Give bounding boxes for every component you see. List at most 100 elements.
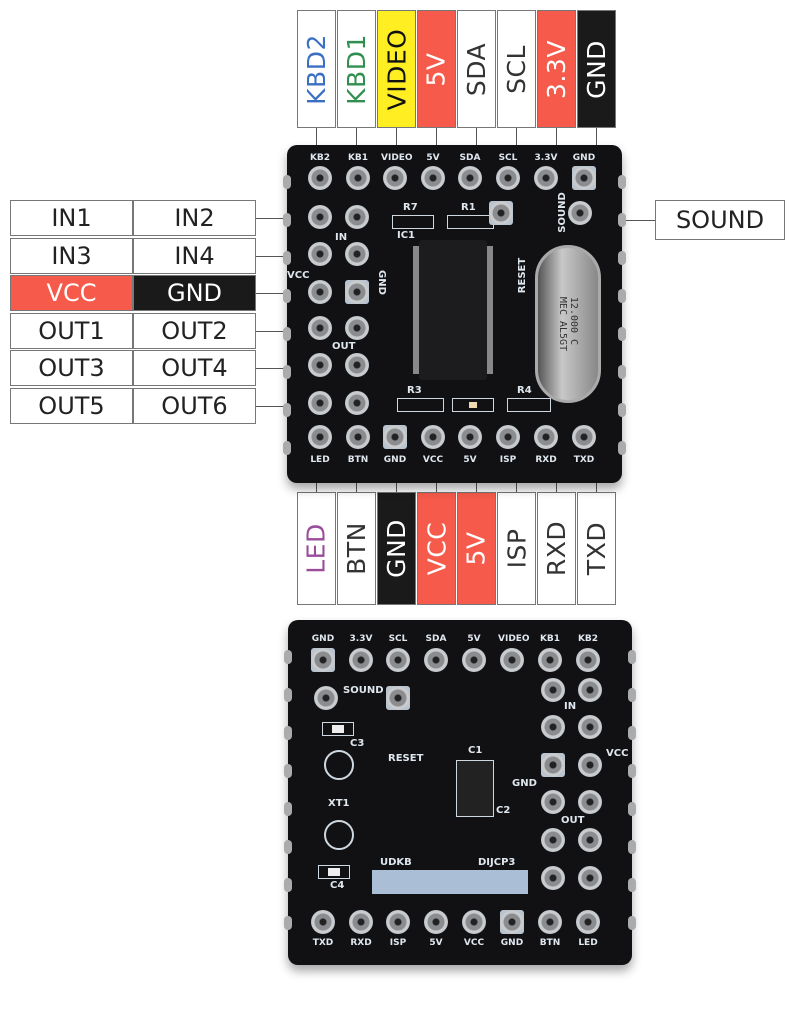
castellated-edge (283, 175, 291, 189)
connector-line (396, 478, 397, 492)
top-label-text: GND (582, 39, 612, 99)
pin-pad (576, 648, 600, 672)
silk-pin-label: TXD (312, 938, 334, 948)
pin-pad (346, 425, 370, 449)
castellated-edge (283, 327, 291, 341)
castellated-edge (284, 840, 292, 854)
top-label-text: SDA (462, 42, 492, 96)
header-pad (345, 205, 369, 229)
top-label-video: VIDEO (377, 10, 416, 128)
pin-pad (386, 910, 410, 934)
castellated-edge (284, 878, 292, 892)
silk-pin-label: LED (578, 938, 598, 948)
connector-line (476, 478, 477, 492)
header-pad (578, 753, 602, 777)
connector-line (256, 218, 294, 219)
pin-pad (311, 910, 335, 934)
header-pad (308, 391, 332, 415)
silk-c1: C1 (468, 745, 483, 756)
connector-line (556, 128, 557, 150)
microcontroller-chip (419, 240, 487, 380)
silk-pin-label: GND (311, 634, 335, 644)
castellated-edge (628, 802, 636, 816)
castellated-edge (618, 213, 626, 227)
pin-pad (572, 166, 596, 190)
silk-pin-label: 5V (429, 938, 443, 948)
capacitor-c3 (322, 722, 354, 736)
resistor-r7 (392, 215, 434, 229)
silk-pin-label: KB2 (309, 153, 331, 163)
pin-table-cell: GND (133, 275, 256, 311)
connector-line (316, 478, 317, 492)
silk-pin-label: KB2 (577, 634, 599, 644)
castellated-edge (628, 726, 636, 740)
pin-pad (386, 648, 410, 672)
top-label-scl: SCL (497, 10, 536, 128)
silk-pin-label: RXD (535, 455, 557, 465)
silk-pin-label: GND (383, 455, 407, 465)
header-pad (578, 715, 602, 739)
bottom-label-led: LED (297, 492, 336, 605)
silk-c2: C2 (496, 805, 511, 816)
connector-line (596, 128, 597, 150)
pin-pad (500, 648, 524, 672)
silk-r4: R4 (517, 385, 532, 396)
castellated-edge (628, 916, 636, 930)
top-label-text: 5V (421, 51, 451, 87)
pin-pad (349, 910, 373, 934)
header-pad (578, 866, 602, 890)
silk-udkb: UDKB (380, 857, 412, 868)
pin-pad (424, 910, 448, 934)
pin-pad (568, 201, 592, 225)
silk-vcc: VCC (287, 270, 310, 281)
bottom-label-isp: ISP (497, 492, 536, 605)
connector-line (516, 478, 517, 492)
castellated-edge (284, 764, 292, 778)
silk-pin-label: KB1 (539, 634, 561, 644)
pin-table-cell: IN4 (133, 237, 256, 274)
silk-back-gnd: GND (512, 778, 537, 789)
header-pad (541, 790, 565, 814)
silk-sound: SOUND (556, 192, 568, 233)
pin-table-cell: OUT2 (133, 312, 256, 349)
pin-pad (576, 910, 600, 934)
connector-line (356, 478, 357, 492)
castellated-edge (628, 878, 636, 892)
silk-back-sound: SOUND (343, 685, 384, 696)
header-pad (345, 391, 369, 415)
silk-dijcp3: DIJCP3 (478, 857, 516, 868)
silk-out: OUT (332, 341, 356, 352)
castellated-edge (284, 726, 292, 740)
pcb-front-photo: 12.000 C MEC AL5GT R7 R1 IC1 R3 R4 IN OU… (283, 145, 626, 483)
header-pad (578, 790, 602, 814)
silk-pin-label: 3.3V (349, 634, 373, 644)
top-label-text: KBD1 (342, 33, 372, 105)
castellated-edge (618, 327, 626, 341)
silk-pin-label: 5V (426, 153, 440, 163)
pin-pad (308, 166, 332, 190)
silk-reset: RESET (517, 257, 529, 294)
header-pad (345, 242, 369, 266)
pin-pad (462, 648, 486, 672)
pin-pad (489, 201, 513, 225)
pin-table-cell: VCC (10, 275, 133, 311)
silk-pin-label: VCC (422, 455, 444, 465)
silk-pin-label: SDA (459, 153, 481, 163)
connector-line (256, 368, 294, 369)
castellated-edge (284, 688, 292, 702)
header-pad (578, 678, 602, 702)
castellated-edge (283, 251, 291, 265)
header-pad (345, 316, 369, 340)
connector-line (256, 255, 294, 257)
castellated-edge (618, 365, 626, 379)
connector-line (436, 478, 437, 492)
bottom-label-text: LED (302, 523, 332, 574)
silk-pin-label: LED (310, 455, 330, 465)
top-label-sda: SDA (457, 10, 496, 128)
header-pad (541, 715, 565, 739)
header-pad (541, 678, 565, 702)
castellated-edge (284, 802, 292, 816)
